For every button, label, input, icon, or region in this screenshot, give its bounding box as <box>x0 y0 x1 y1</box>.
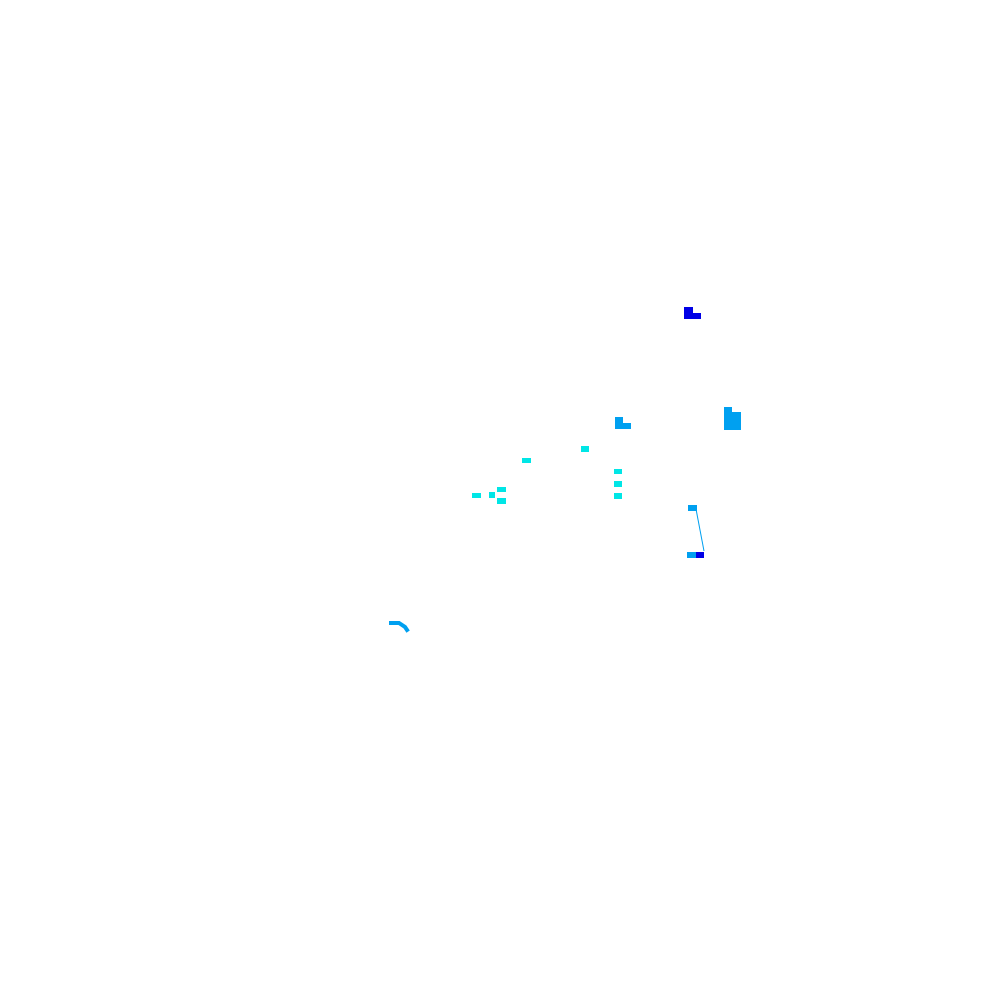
dark-blue-block-north <box>684 307 701 319</box>
cyan-dot <box>614 493 622 499</box>
medium-blue-block-center <box>615 417 631 429</box>
cyan-dot <box>581 446 589 452</box>
cyan-dot <box>614 481 622 487</box>
cyan-dot <box>497 498 506 504</box>
cyan-dot <box>497 487 506 492</box>
medium-blue-block-east <box>724 407 741 430</box>
cyan-dot <box>489 492 495 498</box>
cyan-dot <box>614 469 622 474</box>
dark-blue-block-south <box>696 552 704 558</box>
cyan-dot <box>522 458 531 463</box>
cyan-dot-group <box>472 446 622 504</box>
medium-blue-arc-southwest <box>389 621 410 633</box>
cyan-dot <box>472 493 481 498</box>
medium-blue-line-segment <box>687 505 705 558</box>
